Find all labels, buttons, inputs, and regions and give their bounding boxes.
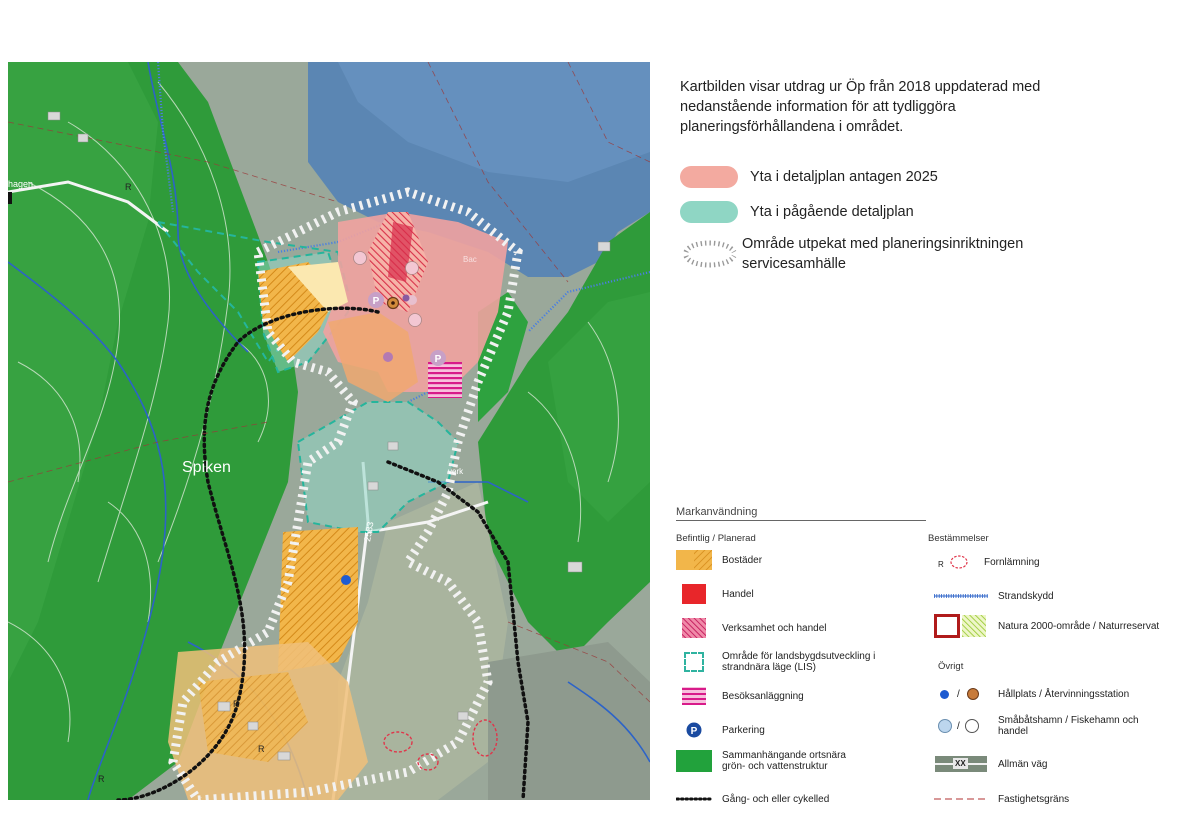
legend-divider: [676, 520, 926, 521]
legend-item-property: Fastighetsgräns: [934, 789, 1069, 809]
key-service-community: Område utpekat med planeringsinriktninge…: [680, 234, 1052, 274]
key-ongoing-plan-label: Yta i pågående detaljplan: [750, 204, 914, 220]
map-canvas: P P R R R R Spiken 2583 hagen Bac verk: [8, 62, 650, 800]
legend-item-ancient: R Fornlämning: [934, 552, 1040, 572]
key-service-community-label: Område utpekat med planeringsinriktninge…: [742, 236, 1024, 272]
legend-item-housing: Bostäder: [676, 550, 762, 570]
housing-area-south: [278, 527, 358, 672]
legend-item-green: Sammanhängande ortsnära grön- och vatten…: [676, 750, 872, 772]
legend-business-label: Verksamhet och handel: [722, 622, 827, 634]
legend-commerce-label: Handel: [722, 588, 754, 600]
legend-green-label: Sammanhängande ortsnära grön- och vatten…: [722, 750, 846, 772]
svg-text:P: P: [435, 354, 442, 365]
legend-lis-label: Område för landsbygdsutveckling i strand…: [722, 651, 876, 673]
ancient-monument-marker: [472, 719, 498, 757]
svg-text:R: R: [98, 774, 105, 784]
legend-other-header: Övrigt: [938, 661, 964, 672]
service-community-icon: [680, 234, 738, 274]
legend-item-lis: Område för landsbygdsutveckling i strand…: [676, 651, 892, 673]
legend-shore-label: Strandskydd: [998, 590, 1054, 602]
svg-text:P: P: [691, 726, 698, 737]
harbor-icon: /: [934, 716, 988, 736]
legend-visitor-label: Besöksanläggning: [722, 690, 804, 702]
business-swatch-icon: [676, 618, 712, 638]
legend-natura-label: Natura 2000-område / Naturreservat: [998, 620, 1160, 632]
key-adopted-plan: Yta i detaljplan antagen 2025: [680, 166, 938, 188]
bus-stop-marker: [341, 575, 351, 585]
legend-property-label: Fastighetsgräns: [998, 793, 1070, 805]
legend-slash: /: [957, 688, 960, 700]
legend-item-stop: / Hållplats / Återvinningsstation: [934, 684, 1129, 704]
svg-text:R: R: [125, 182, 132, 192]
housing-area-central: [328, 312, 418, 402]
legend-item-path: Gång- och eller cykelled: [676, 789, 829, 809]
ongoing-plan-swatch: [680, 201, 738, 223]
legend-item-parking: P Parkering: [676, 720, 765, 740]
stream-west: [147, 62, 249, 353]
road-icon-text: XX: [953, 758, 968, 769]
shore-protection-icon: [934, 586, 988, 606]
svg-text:R: R: [258, 744, 265, 754]
visitor-facility-area: [428, 362, 462, 398]
key-adopted-plan-label: Yta i detaljplan antagen 2025: [750, 169, 938, 185]
service-community-boundary: [168, 187, 523, 800]
svg-text:verk: verk: [448, 467, 464, 476]
legend-item-shore: Strandskydd: [934, 586, 1054, 606]
legend-path-label: Gång- och eller cykelled: [722, 793, 830, 805]
place-label-spiken: Spiken: [182, 459, 231, 476]
legend-item-visitor: Besöksanläggning: [676, 686, 804, 706]
road-name-label: hagen: [8, 179, 33, 189]
svg-text:Bac: Bac: [463, 255, 477, 264]
svg-text:P: P: [373, 296, 380, 307]
parking-marker-map: P: [368, 292, 384, 308]
legend-col1-header: Befintlig / Planerad: [676, 533, 756, 544]
road-icon: XX: [934, 754, 988, 774]
legend-item-commerce: Handel: [676, 584, 754, 604]
legend-harbor-label: Småbåtshamn / Fiskehamn och handel: [998, 715, 1139, 737]
legend-ancient-label: Fornlämning: [984, 556, 1040, 568]
legend-slash-2: /: [957, 720, 960, 732]
property-line-icon: [934, 789, 988, 809]
map-legend: Markanvändning Befintlig / Planerad Best…: [676, 500, 1192, 820]
walking-cycling-path: [116, 306, 380, 800]
legend-stop-label: Hållplats / Återvinningsstation: [998, 688, 1130, 700]
legend-col2-header: Bestämmelser: [928, 533, 989, 544]
intro-text: Kartbilden visar utdrag ur Öp från 2018 …: [680, 79, 1041, 135]
green-swatch-icon: [676, 750, 712, 772]
map-view[interactable]: P P R R R R Spiken 2583 hagen Bac verk: [8, 62, 650, 800]
legend-item-harbor: / Småbåtshamn / Fiskehamn och handel: [934, 715, 1148, 737]
ancient-monument-icon: R: [934, 552, 974, 572]
legend-title: Markanvändning: [676, 506, 758, 518]
svg-text:R: R: [938, 560, 944, 569]
lis-swatch-icon: [676, 652, 712, 672]
adopted-plan-swatch: [680, 166, 738, 188]
legend-parking-label: Parkering: [722, 724, 765, 736]
parking-icon: P: [676, 720, 712, 740]
natura-icon: [934, 614, 988, 638]
visitor-swatch-icon: [676, 686, 712, 706]
legend-item-business: Verksamhet och handel: [676, 618, 827, 638]
key-ongoing-plan: Yta i pågående detaljplan: [680, 201, 914, 223]
commerce-swatch-icon: [676, 584, 712, 604]
path-icon: [676, 789, 712, 809]
harbor-marker: [353, 251, 367, 265]
shore-protection-line: [156, 62, 175, 213]
road-number-label: 2583: [362, 521, 375, 542]
legend-item-natura: Natura 2000-område / Naturreservat: [934, 614, 1160, 638]
legend-item-road: XX Allmän väg: [934, 754, 1047, 774]
housing-swatch-icon: [676, 550, 712, 570]
legend-road-label: Allmän väg: [998, 758, 1048, 770]
bus-stop-icon: /: [934, 684, 988, 704]
legend-housing-label: Bostäder: [722, 554, 763, 566]
svg-text:R: R: [233, 699, 240, 709]
